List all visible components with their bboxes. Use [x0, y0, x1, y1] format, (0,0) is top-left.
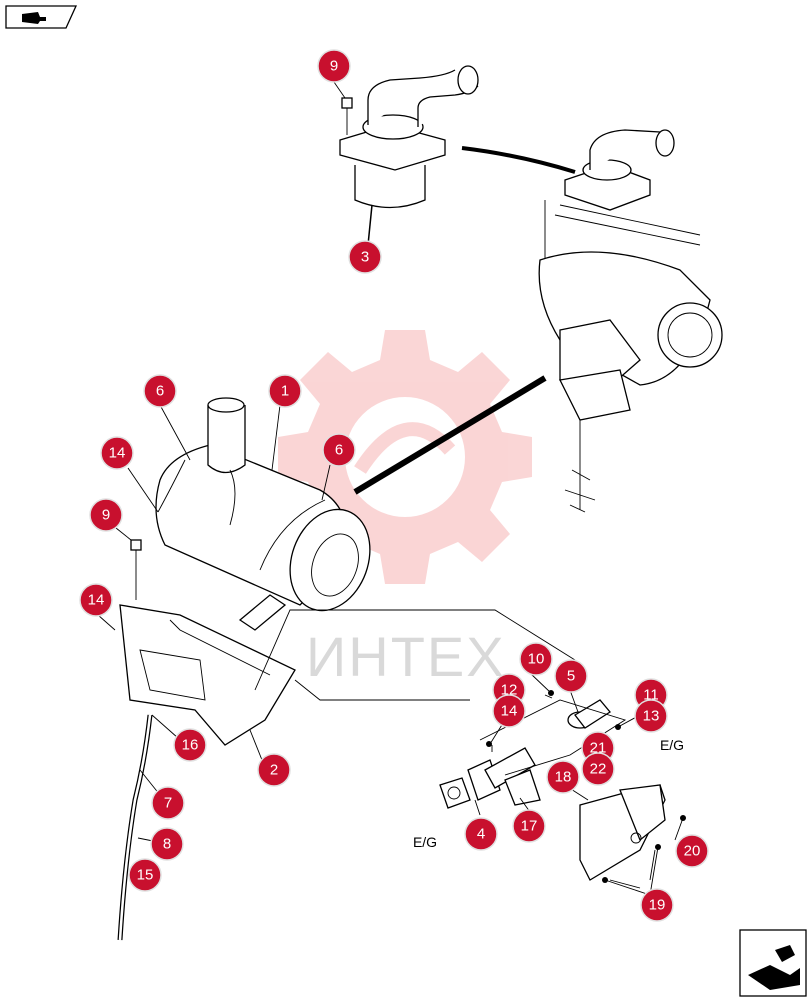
svg-text:12: 12	[501, 682, 518, 699]
svg-text:5: 5	[567, 668, 575, 685]
svg-text:6: 6	[335, 442, 343, 459]
callout-4[interactable]: 4	[464, 817, 498, 851]
assembly-leader-top	[461, 146, 576, 174]
assembly-leader-main	[353, 375, 547, 495]
callout-9-top[interactable]: 9	[317, 49, 351, 83]
pre-cleaner-part-3	[339, 65, 479, 246]
callout-10[interactable]: 10	[519, 642, 553, 676]
svg-text:9: 9	[102, 507, 110, 524]
callout-14-upper[interactable]: 14	[100, 436, 134, 470]
callout-18[interactable]: 18	[546, 760, 580, 794]
callout-15[interactable]: 15	[128, 858, 162, 892]
svg-text:18: 18	[555, 769, 572, 786]
svg-text:20: 20	[684, 843, 701, 860]
installed-view	[538, 129, 723, 513]
svg-text:10: 10	[528, 651, 545, 668]
callout-8[interactable]: 8	[150, 827, 184, 861]
callout-5[interactable]: 5	[554, 659, 588, 693]
watermark-text: ИНТЕХ	[306, 625, 506, 688]
book-return-icon[interactable]	[739, 929, 807, 997]
book-arrow-icon[interactable]	[5, 5, 78, 29]
bolt-part-9-upper	[341, 97, 353, 135]
callout-3[interactable]: 3	[348, 240, 382, 274]
svg-text:17: 17	[521, 818, 538, 835]
leader-lines	[97, 81, 684, 896]
svg-text:19: 19	[649, 897, 666, 914]
svg-text:6: 6	[156, 383, 164, 400]
callout-9-lower[interactable]: 9	[89, 498, 123, 532]
callout-1[interactable]: 1	[268, 374, 302, 408]
svg-text:21: 21	[590, 740, 607, 757]
callout-6-left[interactable]: 6	[143, 374, 177, 408]
callout-2[interactable]: 2	[257, 753, 291, 787]
callout-6-right[interactable]: 6	[322, 433, 356, 467]
callout-22[interactable]: 22	[581, 752, 615, 786]
svg-text:7: 7	[164, 795, 172, 812]
svg-text:1: 1	[281, 383, 289, 400]
svg-text:15: 15	[137, 867, 154, 884]
mount-bracket-part-2	[119, 604, 576, 746]
svg-text:16: 16	[182, 737, 199, 754]
callout-17[interactable]: 17	[512, 809, 546, 843]
svg-text:13: 13	[643, 708, 660, 725]
svg-text:11: 11	[643, 687, 659, 704]
air-cleaner-canister-part-1	[155, 397, 371, 631]
svg-text:3: 3	[361, 249, 369, 266]
svg-text:4: 4	[477, 826, 485, 843]
callout-20[interactable]: 20	[675, 834, 709, 868]
svg-text:8: 8	[163, 836, 171, 853]
indicator-assembly	[439, 690, 686, 889]
svg-text:9: 9	[330, 58, 338, 75]
callout-13[interactable]: 13	[634, 699, 668, 733]
callout-16[interactable]: 16	[173, 728, 207, 762]
svg-text:2: 2	[270, 762, 278, 779]
label-eg-right: E/G	[660, 737, 684, 753]
bolt-part-9-lower	[130, 539, 142, 600]
svg-text:14: 14	[88, 592, 105, 609]
svg-text:22: 22	[590, 761, 607, 778]
callout-7[interactable]: 7	[151, 786, 185, 820]
svg-text:14: 14	[501, 703, 518, 720]
callout-14-middle[interactable]: 14	[79, 583, 113, 617]
svg-text:14: 14	[109, 445, 126, 462]
callout-19[interactable]: 19	[640, 888, 674, 922]
label-eg-left: E/G	[413, 834, 437, 850]
callout-14-lower[interactable]: 14	[492, 694, 526, 728]
